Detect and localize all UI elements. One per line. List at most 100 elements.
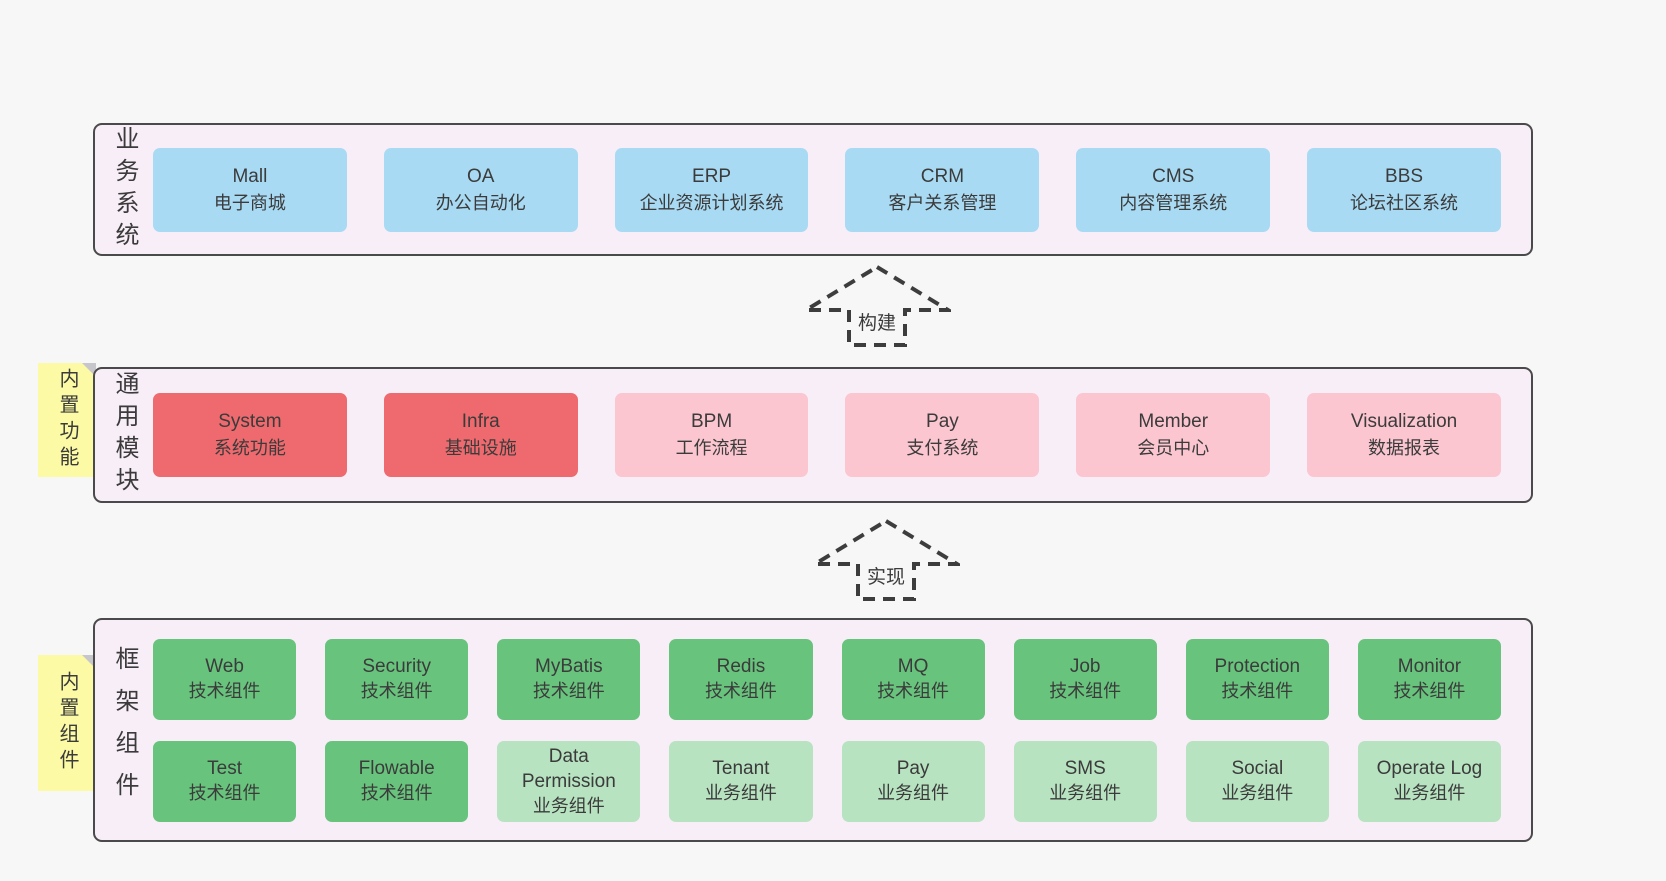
box-name: Data Permission: [521, 745, 616, 792]
arrow-build-label: 构建: [853, 306, 901, 337]
arrow-implement: 实现: [807, 518, 965, 602]
box-subtitle: 技术组件: [1049, 681, 1122, 701]
box-bpm: BPM 工作流程: [614, 393, 809, 477]
box-name: MQ: [897, 656, 929, 677]
box-subtitle: 技术组件: [188, 681, 261, 701]
box-subtitle: 会员中心: [1137, 438, 1210, 458]
box-member: Member 会员中心: [1076, 393, 1271, 477]
layer-common-modules: 通用模块 System 系统功能 Infra 基础设施 BPM 工作流程 Pay…: [93, 367, 1533, 503]
layer-label-wrap: 通用模块: [95, 369, 153, 501]
folded-corner-icon: [82, 363, 96, 377]
box-tenant: Tenant 业务组件: [669, 740, 813, 822]
box-subtitle: 办公自动化: [435, 192, 526, 213]
box-mall: Mall 电子商城: [153, 147, 347, 232]
box-infra: Infra 基础设施: [383, 393, 578, 477]
box-name: Job: [1069, 656, 1101, 677]
box-subtitle: 业务组件: [877, 783, 950, 803]
box-protection: Protection 技术组件: [1185, 638, 1329, 720]
box-subtitle: 技术组件: [704, 681, 777, 701]
box-name: BPM: [690, 411, 733, 432]
box-name: ERP: [692, 165, 732, 187]
box-mq: MQ 技术组件: [841, 638, 985, 720]
box-redis: Redis 技术组件: [669, 638, 813, 720]
framework-row-2: Test 技术组件 Flowable 技术组件 Data Permission …: [153, 740, 1501, 822]
box-subtitle: 技术组件: [877, 681, 950, 701]
box-flowable: Flowable 技术组件: [325, 740, 469, 822]
layer-label-wrap: 框架组件: [95, 620, 153, 840]
box-name: Tenant: [712, 758, 770, 779]
box-name: SMS: [1064, 758, 1106, 779]
box-pay-system: Pay 支付系统: [845, 393, 1040, 477]
box-name: Protection: [1214, 656, 1301, 677]
box-subtitle: 业务组件: [1049, 783, 1122, 803]
box-name: Visualization: [1350, 411, 1458, 432]
box-sms: SMS 业务组件: [1013, 740, 1157, 822]
box-operate-log: Operate Log 业务组件: [1357, 740, 1501, 822]
box-visualization: Visualization 数据报表: [1307, 393, 1501, 477]
box-subtitle: 企业资源计划系统: [639, 192, 784, 213]
framework-rows: Web 技术组件 Security 技术组件 MyBatis 技术组件 Redi…: [153, 638, 1531, 822]
box-subtitle: 技术组件: [360, 783, 433, 803]
box-name: BBS: [1385, 165, 1424, 187]
box-name: MyBatis: [535, 656, 603, 677]
box-name: CMS: [1152, 165, 1195, 187]
layer-business-systems: 业务系统 Mall 电子商城 OA 办公自动化 ERP 企业资源计划系统 CRM…: [93, 123, 1533, 256]
box-subtitle: 内容管理系统: [1119, 192, 1228, 213]
box-subtitle: 支付系统: [906, 438, 979, 458]
box-name: Operate Log: [1376, 758, 1483, 779]
box-subtitle: 论坛社区系统: [1350, 192, 1459, 213]
layer-label-framework-components: 框架组件: [111, 646, 138, 814]
layer-label-wrap: 业务系统: [95, 125, 153, 254]
box-name: Security: [362, 656, 431, 677]
box-test: Test 技术组件: [153, 740, 297, 822]
box-name: Web: [205, 656, 244, 677]
box-job: Job 技术组件: [1013, 638, 1157, 720]
box-data-permission: Data Permission 业务组件: [497, 740, 641, 822]
box-cms: CMS 内容管理系统: [1076, 147, 1271, 232]
box-subtitle: 系统功能: [213, 438, 286, 458]
box-name: Test: [207, 758, 242, 779]
framework-row-1: Web 技术组件 Security 技术组件 MyBatis 技术组件 Redi…: [153, 638, 1501, 720]
box-web: Web 技术组件: [153, 638, 297, 720]
box-pay-component: Pay 业务组件: [841, 740, 985, 822]
box-name: Infra: [461, 411, 500, 432]
box-subtitle: 技术组件: [360, 681, 433, 701]
folded-corner-icon: [82, 655, 96, 669]
sticky-note-builtin-components: 内置组件: [38, 655, 96, 791]
layer-label-business-systems: 业务系统: [111, 125, 138, 254]
box-bbs: BBS 论坛社区系统: [1307, 147, 1501, 232]
module-boxes-row: System 系统功能 Infra 基础设施 BPM 工作流程 Pay 支付系统…: [153, 393, 1531, 477]
box-social: Social 业务组件: [1185, 740, 1329, 822]
box-security: Security 技术组件: [325, 638, 469, 720]
box-subtitle: 业务组件: [704, 783, 777, 803]
box-subtitle: 电子商城: [213, 192, 286, 213]
box-erp: ERP 企业资源计划系统: [614, 147, 809, 232]
box-subtitle: 工作流程: [675, 438, 748, 458]
sticky-note-builtin-features: 内置功能: [38, 363, 96, 477]
box-name: Monitor: [1397, 656, 1462, 677]
box-subtitle: 业务组件: [1393, 783, 1466, 803]
note-label: 内置功能: [56, 368, 78, 472]
up-arrow-dashed-icon: [807, 518, 965, 601]
box-name: System: [218, 411, 282, 432]
arrow-implement-label: 实现: [862, 560, 910, 591]
arrow-build: 构建: [798, 264, 956, 348]
box-subtitle: 业务组件: [1221, 783, 1294, 803]
box-oa: OA 办公自动化: [383, 147, 578, 232]
box-name: CRM: [920, 165, 965, 187]
box-subtitle: 技术组件: [188, 783, 261, 803]
box-name: Pay: [896, 758, 930, 779]
box-mybatis: MyBatis 技术组件: [497, 638, 641, 720]
box-system: System 系统功能: [153, 393, 347, 477]
box-subtitle: 业务组件: [532, 795, 605, 816]
box-name: Social: [1231, 758, 1284, 779]
note-label: 内置组件: [56, 671, 78, 775]
business-boxes-row: Mall 电子商城 OA 办公自动化 ERP 企业资源计划系统 CRM 客户关系…: [153, 147, 1531, 232]
box-subtitle: 数据报表: [1368, 438, 1441, 458]
box-name: OA: [467, 165, 495, 187]
up-arrow-dashed-icon: [798, 264, 956, 347]
box-name: Flowable: [358, 758, 435, 779]
box-name: Mall: [232, 165, 268, 187]
box-name: Pay: [926, 411, 959, 432]
